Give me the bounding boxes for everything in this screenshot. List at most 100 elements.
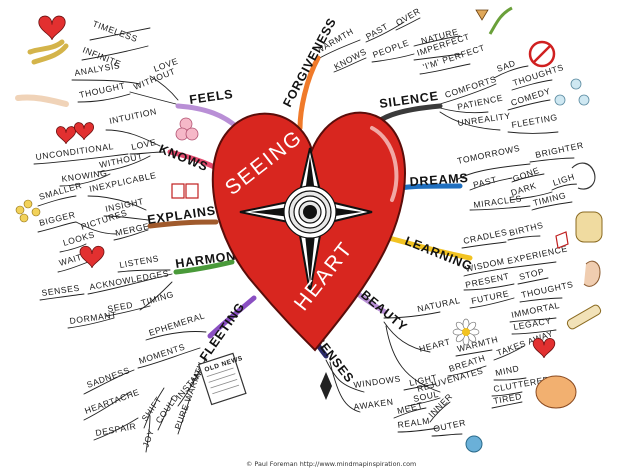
branch-word: BIRTHS xyxy=(508,220,544,238)
illustration-arm xyxy=(15,94,69,107)
branch-word: ANALYSIS xyxy=(74,60,121,78)
branch-subline xyxy=(97,155,151,173)
newspaper-line xyxy=(212,384,240,395)
branch-subline xyxy=(551,183,579,191)
branch-subline xyxy=(447,365,487,377)
branch-main-line xyxy=(147,219,219,229)
branch-subline xyxy=(395,17,421,31)
branch-subline xyxy=(37,221,77,233)
branch-subline xyxy=(103,215,149,221)
branch-main-line xyxy=(173,259,235,275)
illustration-hand xyxy=(583,260,601,287)
branch-word: TIRED xyxy=(493,391,523,406)
branch-word: MIND xyxy=(494,363,520,378)
branch-subline xyxy=(469,297,515,309)
illustration-heart-beauty xyxy=(532,338,556,359)
branch-subline xyxy=(403,383,437,391)
branch-subline xyxy=(59,243,87,253)
credit-text: © Paul Foreman http://www.mindmapinspira… xyxy=(246,460,416,468)
branch-subline xyxy=(393,407,427,419)
branch-subline xyxy=(517,277,549,285)
illustration-no-sign-bar xyxy=(533,45,551,63)
branch-subline xyxy=(145,331,207,341)
illustration-box-q2 xyxy=(185,183,199,199)
branch-subline xyxy=(137,347,201,369)
branch-subline xyxy=(105,305,151,317)
branch-subline xyxy=(149,75,179,101)
branch-subline xyxy=(67,317,115,329)
branch-subline xyxy=(89,27,151,41)
branch-subline xyxy=(413,53,463,61)
branch-word: ACKNOWLEDGES xyxy=(89,268,170,292)
branch-subline xyxy=(383,321,431,353)
branch-subline xyxy=(493,377,527,381)
illustration-flower-center xyxy=(462,328,470,336)
branch-subline xyxy=(113,229,149,241)
branch-word: PAST xyxy=(364,21,390,42)
illustration-l-plate xyxy=(555,231,569,249)
illustration-bubble-blue xyxy=(570,78,582,90)
branch-subline xyxy=(529,157,575,163)
branch-subline xyxy=(455,349,493,357)
illustration-bubble xyxy=(185,127,199,141)
branch-subline xyxy=(511,173,545,183)
branch-main-line xyxy=(207,295,257,339)
branch-subline xyxy=(507,131,559,134)
illustration-hands xyxy=(27,39,69,65)
branch-subline xyxy=(491,401,523,409)
branch-word: IMMORTAL xyxy=(510,300,560,320)
branch-subline xyxy=(83,369,135,395)
newspaper-line xyxy=(206,367,234,378)
branch-subline xyxy=(117,269,171,273)
branch-word: BRIGHTER xyxy=(534,140,584,160)
branch-subline xyxy=(469,205,531,211)
illustration-box-q xyxy=(171,183,185,199)
branch-word: PAST xyxy=(472,174,498,190)
branch-word: PRESENT xyxy=(464,271,510,290)
branch-word: SMALLER xyxy=(38,180,83,202)
branch-subline xyxy=(509,191,553,201)
branch-subline xyxy=(511,79,553,91)
branch-subline xyxy=(143,387,165,429)
branch-subline xyxy=(519,297,563,303)
branch-subline xyxy=(87,273,173,295)
branch-subline xyxy=(439,83,497,105)
branch-subline xyxy=(75,221,117,235)
branch-subline xyxy=(407,397,441,407)
illustration-newspaper: OLD NEWS xyxy=(197,352,247,406)
newspaper-line xyxy=(208,373,236,383)
illustration-brain xyxy=(535,375,577,409)
branch-subline xyxy=(431,433,463,437)
illustration-bubble-blue xyxy=(554,94,566,106)
branch-subline xyxy=(439,111,501,131)
branch-subline xyxy=(507,261,557,269)
eye-pupil xyxy=(303,205,317,219)
branch-subline xyxy=(413,35,461,47)
illustration-stamp xyxy=(475,9,489,21)
branch-subline xyxy=(371,53,415,63)
branch-word: PATIENCE xyxy=(456,93,504,112)
illustration-scroll xyxy=(566,304,602,330)
branch-word: HEART xyxy=(418,336,452,353)
branch-subline xyxy=(325,359,365,393)
branch-word: LOOKS xyxy=(62,229,96,248)
branch-subline xyxy=(87,195,147,211)
branch-word: AWAKEN xyxy=(353,396,394,412)
branch-subline xyxy=(139,281,173,311)
illustration-lights xyxy=(15,205,25,215)
branch-subline xyxy=(385,325,441,393)
branch-subline xyxy=(455,163,531,181)
branch-subline xyxy=(365,21,405,43)
branch-subline xyxy=(77,93,131,103)
illustration-globe xyxy=(465,435,483,453)
branch-label: DREAMS xyxy=(409,171,469,189)
branch-subline xyxy=(37,195,77,207)
branch-subline xyxy=(463,283,515,291)
branch-word: JOY xyxy=(140,428,156,449)
branch-word: FLEETING xyxy=(511,112,559,130)
